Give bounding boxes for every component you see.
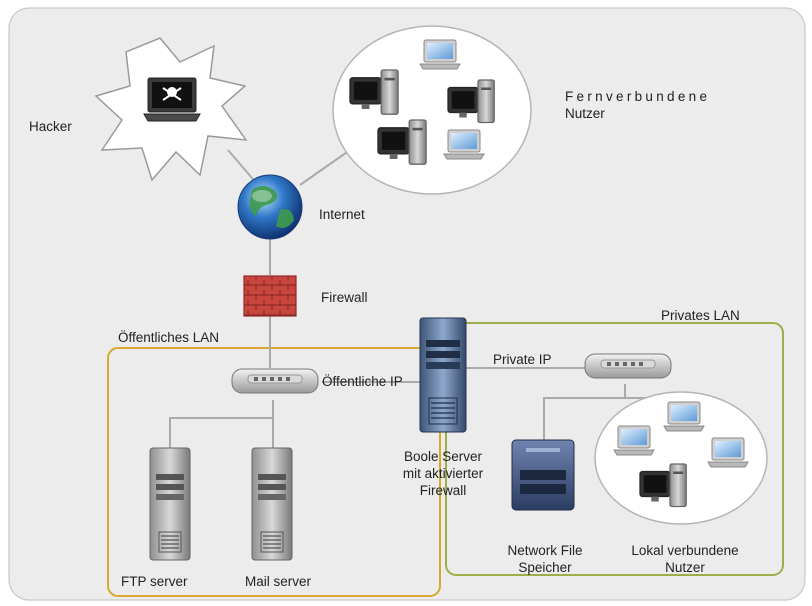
nfs-label-line2: Speicher [518, 560, 572, 575]
laptop-icon [613, 425, 655, 456]
firewall-label: Firewall [321, 290, 368, 305]
connector-lines [169, 149, 661, 448]
boole-server-icon [419, 317, 467, 433]
public-ip-label: Öffentliche IP [322, 374, 403, 389]
nfs-label-line1: Network File [507, 543, 583, 558]
internet-label: Internet [319, 207, 365, 222]
remote-users-label-line2: Nutzer [565, 106, 605, 121]
laptop-icon [663, 401, 705, 432]
laptop-icon [707, 437, 749, 468]
local-users-label-line1: Lokal verbundene [631, 543, 739, 558]
local-users-cloud [594, 391, 768, 525]
hacker-label: Hacker [29, 119, 72, 134]
private-ip-label: Private IP [493, 352, 552, 367]
public-switch-icon [231, 368, 319, 394]
private-lan-label: Privates LAN [661, 308, 740, 323]
boole-server-label-line1: Boole Server [403, 449, 483, 464]
laptop-icon [443, 129, 485, 160]
public-lan-label: Öffentliches LAN [118, 330, 220, 345]
local-users-label-line2: Nutzer [665, 560, 705, 575]
nfs-storage-icon [511, 439, 575, 511]
mail-server-icon [251, 447, 293, 561]
mail-server-label: Mail server [245, 574, 312, 589]
private-switch-icon [584, 353, 672, 379]
private-lan-boundary [445, 322, 784, 576]
firewall-brick-icon [243, 275, 297, 317]
remote-users-label-line1: Fernverbundene [565, 89, 711, 104]
internet-globe-icon [237, 174, 303, 240]
ftp-server-label: FTP server [121, 574, 188, 589]
public-lan-boundary [107, 347, 441, 597]
ftp-server-icon [149, 447, 191, 561]
laptop-icon [419, 39, 461, 70]
hacker-laptop-icon [143, 77, 201, 122]
boole-server-label-line3: Firewall [419, 483, 467, 498]
boole-server-label-line2: mit aktivierter [402, 466, 484, 481]
